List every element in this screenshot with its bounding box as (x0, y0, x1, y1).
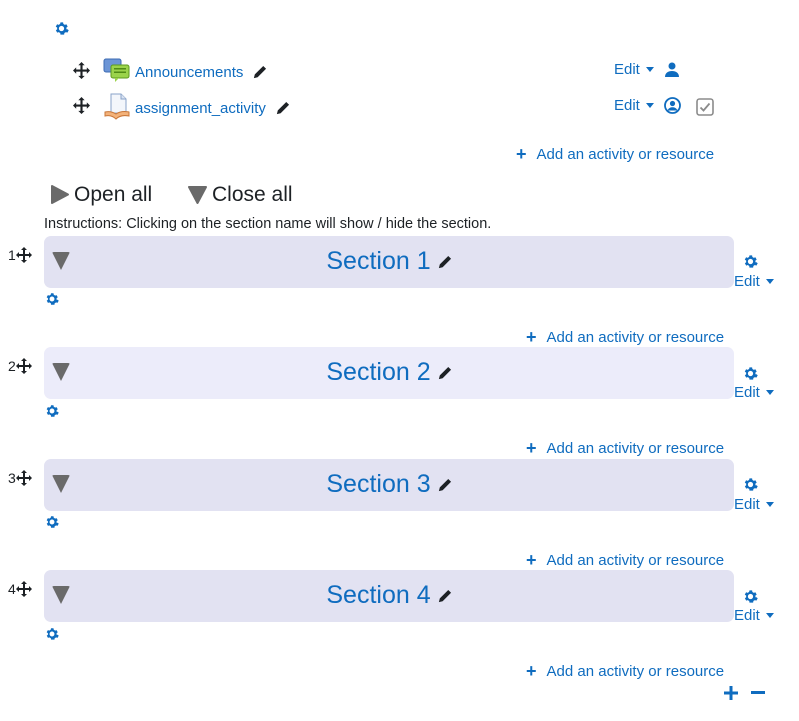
activity-link-assignment[interactable]: assignment_activity (135, 100, 266, 117)
instructions-text: Instructions: Clicking on the section na… (44, 216, 492, 232)
section-settings-gear-icon[interactable] (54, 21, 69, 36)
caret-down-icon (765, 390, 774, 395)
close-all-button[interactable]: Close all (188, 183, 293, 207)
edit-title-pencil-icon[interactable] (275, 101, 290, 116)
add-activity-label: Add an activity or resource (546, 328, 725, 346)
move-handle-icon[interactable] (15, 470, 32, 486)
section-header-2[interactable]: Section 2 (44, 347, 734, 399)
section-title[interactable]: Section 3 (326, 470, 431, 498)
section-number: 1 (8, 247, 32, 263)
add-activity-button[interactable]: + Add an activity or resource (526, 551, 724, 569)
section-gear-icon (743, 477, 758, 492)
plus-icon: + (526, 327, 537, 347)
close-all-label: Close all (212, 183, 293, 206)
add-activity-button[interactable]: + Add an activity or resource (516, 145, 714, 163)
edit-label: Edit (734, 273, 760, 290)
move-handle-icon[interactable] (15, 581, 32, 597)
collapse-triangle-icon[interactable] (52, 363, 70, 381)
caret-down-icon (765, 613, 774, 618)
edit-title-pencil-icon[interactable] (437, 255, 452, 270)
edit-label: Edit (734, 496, 760, 513)
user-icon (665, 62, 679, 77)
section-title[interactable]: Section 2 (326, 358, 431, 386)
section-header-4[interactable]: Section 4 (44, 570, 734, 622)
caret-down-icon (645, 67, 654, 72)
section-settings-gear-icon[interactable] (45, 515, 59, 529)
edit-title-pencil-icon[interactable] (252, 65, 267, 80)
add-activity-button[interactable]: + Add an activity or resource (526, 662, 724, 680)
section-edit-menu[interactable]: Edit (734, 496, 774, 513)
move-handle-icon[interactable] (15, 247, 32, 263)
plus-icon: + (526, 438, 537, 458)
section-edit-menu[interactable]: Edit (734, 384, 774, 401)
completion-checkbox-icon[interactable] (696, 98, 714, 116)
move-handle-icon[interactable] (73, 62, 90, 79)
edit-title-pencil-icon[interactable] (437, 366, 452, 381)
open-all-button[interactable]: Open all (50, 183, 152, 207)
caret-down-icon (765, 502, 774, 507)
section-gear-icon (743, 589, 758, 604)
section-title[interactable]: Section 4 (326, 581, 431, 609)
caret-down-icon (645, 103, 654, 108)
add-activity-label: Add an activity or resource (546, 662, 725, 680)
edit-label: Edit (734, 384, 760, 401)
move-handle-icon[interactable] (73, 97, 90, 114)
activity-edit-menu[interactable]: Edit (614, 61, 654, 78)
move-handle-icon[interactable] (15, 358, 32, 374)
triangle-right-icon (51, 185, 69, 204)
section-title[interactable]: Section 1 (326, 247, 431, 275)
add-activity-button[interactable]: + Add an activity or resource (526, 328, 724, 346)
edit-label: Edit (734, 607, 760, 624)
activity-link-announcements[interactable]: Announcements (135, 64, 244, 81)
plus-icon: + (526, 661, 537, 681)
section-edit-menu[interactable]: Edit (734, 607, 774, 624)
collapse-triangle-icon[interactable] (52, 586, 70, 604)
section-number: 3 (8, 470, 32, 486)
section-settings-gear-icon[interactable] (45, 292, 59, 306)
add-activity-label: Add an activity or resource (536, 145, 715, 163)
activity-edit-menu[interactable]: Edit (614, 97, 654, 114)
forum-icon (103, 58, 131, 82)
plus-icon: + (516, 144, 527, 164)
section-gear-icon (743, 254, 758, 269)
collapse-triangle-icon[interactable] (52, 475, 70, 493)
collapse-triangle-icon[interactable] (52, 252, 70, 270)
plus-icon: + (526, 550, 537, 570)
section-gear-icon (743, 366, 758, 381)
edit-label: Edit (614, 61, 640, 78)
add-activity-label: Add an activity or resource (546, 551, 725, 569)
open-all-label: Open all (74, 183, 153, 206)
user-circle-icon (664, 97, 681, 114)
section-header-1[interactable]: Section 1 (44, 236, 734, 288)
section-number: 2 (8, 358, 32, 374)
section-settings-gear-icon[interactable] (45, 627, 59, 641)
section-number: 4 (8, 581, 32, 597)
edit-title-pencil-icon[interactable] (437, 478, 452, 493)
add-activity-label: Add an activity or resource (546, 439, 725, 457)
section-settings-gear-icon[interactable] (45, 404, 59, 418)
triangle-down-icon (188, 186, 207, 204)
caret-down-icon (765, 279, 774, 284)
edit-label: Edit (614, 97, 640, 114)
section-edit-menu[interactable]: Edit (734, 273, 774, 290)
assignment-icon (103, 93, 131, 121)
remove-section-minus-icon[interactable] (751, 691, 765, 695)
section-header-3[interactable]: Section 3 (44, 459, 734, 511)
add-section-plus-icon[interactable] (724, 686, 738, 700)
add-activity-button[interactable]: + Add an activity or resource (526, 439, 724, 457)
edit-title-pencil-icon[interactable] (437, 589, 452, 604)
